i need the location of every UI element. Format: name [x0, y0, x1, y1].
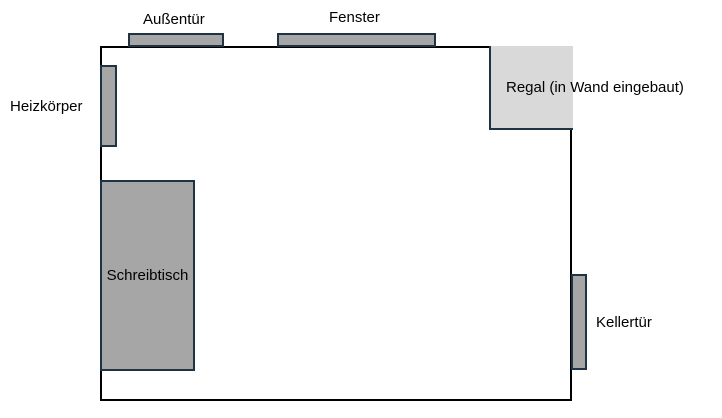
cellar-door [571, 274, 587, 370]
outer-door [128, 33, 224, 47]
window [277, 33, 436, 47]
radiator [100, 65, 117, 147]
outer-door-label: Außentür [143, 11, 205, 28]
window-label: Fenster [329, 9, 380, 26]
built-in-shelf [489, 46, 573, 130]
shelf-label: Regal (in Wand eingebaut) [506, 79, 684, 96]
cellar-door-label: Kellertür [596, 314, 652, 331]
desk-label: Schreibtisch [106, 267, 189, 284]
desk: Schreibtisch [100, 180, 195, 371]
radiator-label: Heizkörper [10, 98, 83, 115]
